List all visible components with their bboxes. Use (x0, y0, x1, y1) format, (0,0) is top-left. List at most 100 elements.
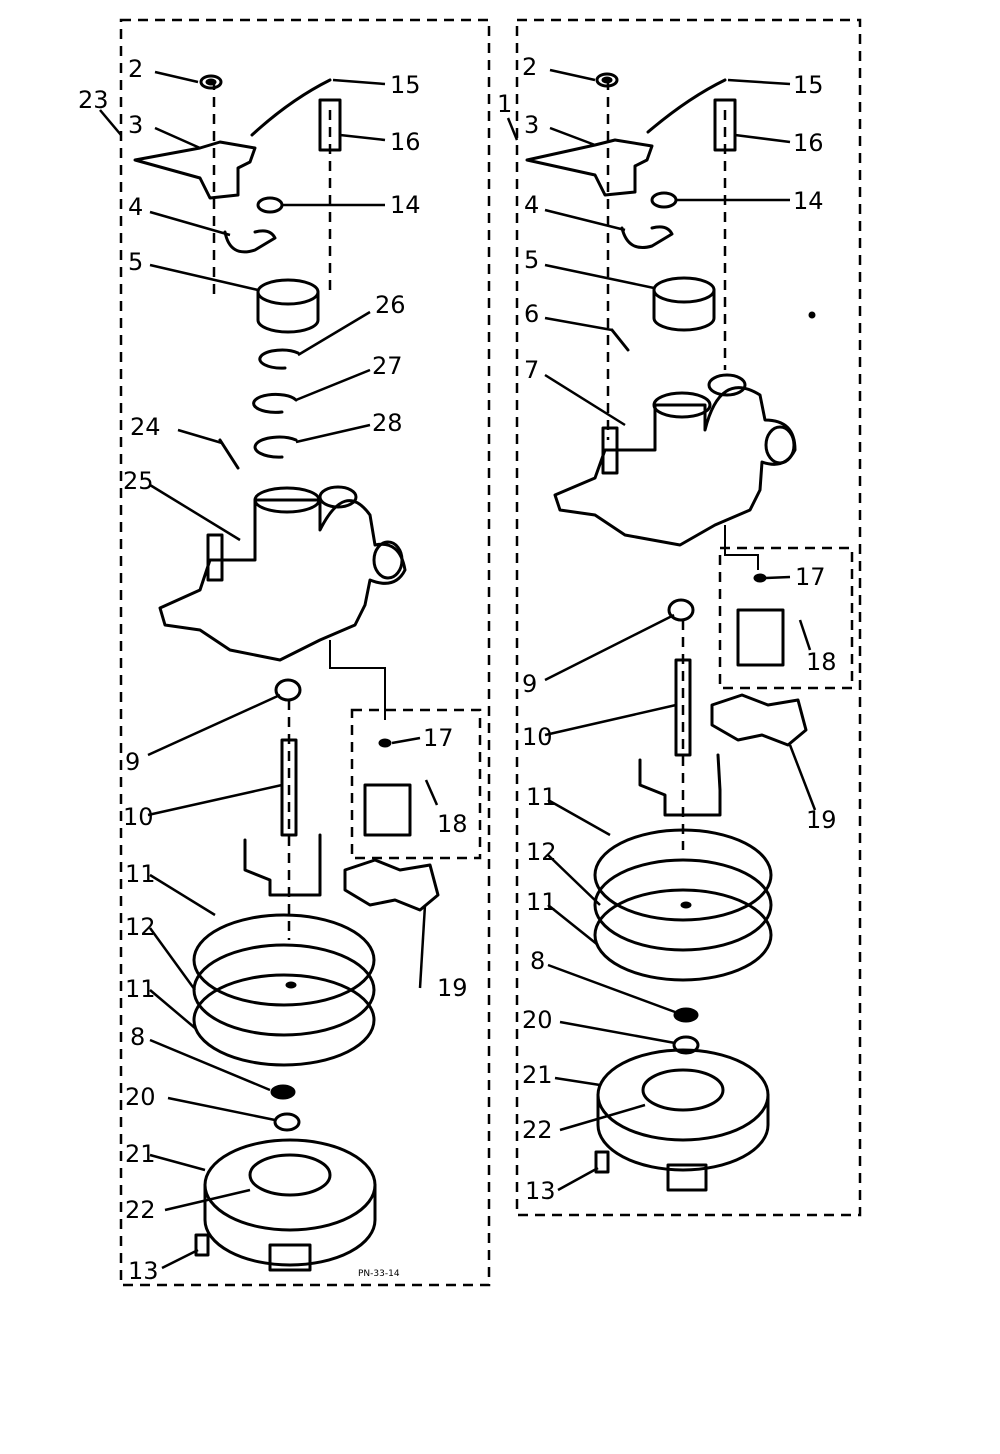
left-callout-4: 4 (128, 193, 143, 221)
r-part-11-ring-top (593, 828, 773, 922)
left-callout-10: 10 (123, 803, 154, 831)
part-25-port (318, 485, 358, 509)
right-callout-11b: 11 (526, 888, 557, 916)
part-21-base-stem (268, 1243, 312, 1272)
left-callout-25: 25 (123, 467, 154, 495)
left-callout-18: 18 (437, 810, 468, 838)
part-10-shaft (280, 738, 298, 837)
ring-hole (285, 981, 297, 989)
right-callout-8: 8 (530, 947, 545, 975)
r-part-10-crank (638, 753, 722, 817)
part-18-switch (363, 783, 412, 837)
right-callout-15: 15 (793, 71, 824, 99)
left-callout-26: 26 (375, 291, 406, 319)
left-assembly-label: 23 (78, 86, 109, 114)
r-part-11-ring-bottom (593, 888, 773, 982)
r-part-8-seal (673, 1007, 699, 1023)
r-part-20-washer (672, 1035, 700, 1055)
part-26-ring (258, 348, 300, 370)
right-callout-19: 19 (806, 806, 837, 834)
left-callout-2: 2 (128, 55, 143, 83)
part-25-outlet (372, 540, 404, 580)
r-part-2-nut-hole (601, 76, 613, 84)
right-callout-9: 9 (522, 670, 537, 698)
part-21-base-body (203, 1183, 377, 1267)
right-callout-20: 20 (522, 1006, 553, 1034)
r-part-2-nut (595, 72, 619, 88)
left-callout-24: 24 (130, 413, 161, 441)
r-part-17-screw (753, 573, 767, 583)
right-assembly-panel: 1 (497, 18, 862, 1217)
right-callout-12: 12 (526, 838, 557, 866)
part-11-ring-bottom (192, 973, 376, 1067)
part-5-pulley-body (256, 290, 320, 334)
right-leader-lines (544, 68, 817, 1192)
part-27-ring (252, 392, 298, 414)
left-callout-11b: 11 (125, 975, 156, 1003)
part-28-ring (253, 435, 298, 459)
right-callout-16: 16 (793, 129, 824, 157)
right-callout-5: 5 (524, 246, 539, 274)
right-callout-4: 4 (524, 191, 539, 219)
right-assembly-leader (506, 117, 519, 141)
right-callout-11a: 11 (526, 783, 557, 811)
part-20-washer (273, 1112, 301, 1132)
left-connector-line (329, 640, 386, 720)
left-assembly-panel: 23 (78, 18, 491, 1287)
left-callout-3: 3 (128, 111, 143, 139)
r-part-7-outlet (764, 425, 796, 465)
part-25-housing (158, 498, 407, 662)
part-4-clip (223, 229, 277, 254)
r-part-12-ring (593, 858, 773, 952)
r-part-14-washer (650, 191, 678, 209)
r-ring-hole (680, 901, 692, 909)
r-part-7-housing-top (652, 391, 712, 419)
r-part-7-post (601, 426, 619, 475)
r-part-15-rod (646, 78, 727, 134)
part-8-seal (270, 1084, 296, 1100)
part-12-ring (192, 943, 376, 1037)
r-part-22-hub (641, 1068, 725, 1112)
r-part-4-clip (620, 225, 674, 249)
right-callout-14: 14 (793, 187, 824, 215)
r-part-21-base-stem (666, 1163, 708, 1192)
left-leader-lines (147, 70, 439, 1270)
r-part-21-base-body (596, 1093, 770, 1172)
right-assembly-label: 1 (497, 90, 512, 118)
right-callout-21: 21 (522, 1061, 553, 1089)
part-14-washer (256, 196, 284, 214)
r-part-6-pin (610, 328, 630, 352)
part-2-nut-hole (205, 78, 217, 86)
part-25-housing-top (253, 486, 321, 514)
right-callout-10: 10 (522, 723, 553, 751)
left-callout-14: 14 (390, 191, 421, 219)
part-25-post (206, 533, 224, 582)
r-part-9-cap (667, 598, 695, 622)
left-callout-21: 21 (125, 1140, 156, 1168)
left-callout-9: 9 (125, 748, 140, 776)
left-callout-27: 27 (372, 352, 403, 380)
r-part-21-base (596, 1048, 770, 1142)
left-callout-28: 28 (372, 409, 403, 437)
right-callout-7: 7 (524, 356, 539, 384)
left-callout-13: 13 (128, 1257, 159, 1285)
r-part-3-lever (525, 138, 654, 197)
left-17-group-box (350, 708, 482, 860)
r-part-13-screw (594, 1150, 610, 1174)
part-15-rod (250, 78, 332, 137)
left-panel-border (119, 18, 491, 1287)
r-stray-dot (808, 311, 816, 319)
left-callout-16: 16 (390, 128, 421, 156)
part-5-pulley-top (256, 278, 320, 306)
right-callout-22: 22 (522, 1116, 553, 1144)
right-connector-line (724, 525, 759, 570)
part-19-bracket (343, 858, 440, 912)
part-2-nut (199, 74, 223, 90)
right-callout-17: 17 (795, 563, 826, 591)
part-3-lever (133, 140, 257, 200)
part-16-sleeve (318, 98, 342, 152)
r-part-16-sleeve (713, 98, 737, 152)
left-callout-8: 8 (130, 1023, 145, 1051)
left-footnote: PN-33-14 (358, 1269, 400, 1279)
